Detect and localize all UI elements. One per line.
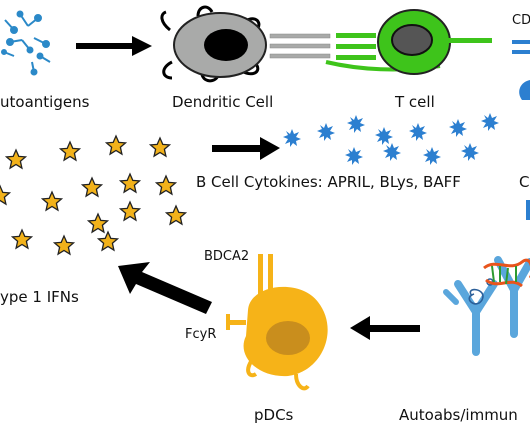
bdca2-label: BDCA2 xyxy=(204,249,250,264)
arrow-ifn-to-cytokines xyxy=(212,137,280,160)
t-cell-icon xyxy=(325,9,492,75)
c-fragment-label: C xyxy=(519,173,530,191)
autoantibody-immune-complex-icon xyxy=(443,256,530,356)
fcyr-label: FcyR xyxy=(185,327,217,342)
autoantigens-icon xyxy=(1,10,51,76)
dendritic-cell-icon xyxy=(160,5,331,83)
type1-ifn-stars xyxy=(0,135,187,255)
t-cell-label: T cell xyxy=(395,93,435,111)
pdc-cell-icon xyxy=(226,254,328,391)
autoantigens-label: utoantigens xyxy=(0,93,90,111)
dendritic-cell-label: Dendritic Cell xyxy=(172,93,274,111)
pdcs-label: pDCs xyxy=(254,406,294,424)
cd-receptor-fragment-icon xyxy=(512,40,530,220)
b-cell-cytokines-label: B Cell Cytokines: APRIL, BLys, BAFF xyxy=(196,173,461,191)
arrow-immune-complex-to-pdcs xyxy=(350,316,420,340)
b-cell-cytokine-bursts xyxy=(283,113,499,165)
cd-fragment-label: CD xyxy=(512,13,530,28)
arrow-autoantigens-to-dendritic xyxy=(76,36,152,56)
arrow-pdcs-to-ifns xyxy=(118,262,212,314)
autoabs-label: Autoabs/immun xyxy=(399,406,518,424)
type1-ifns-label: ype 1 IFNs xyxy=(0,288,79,306)
